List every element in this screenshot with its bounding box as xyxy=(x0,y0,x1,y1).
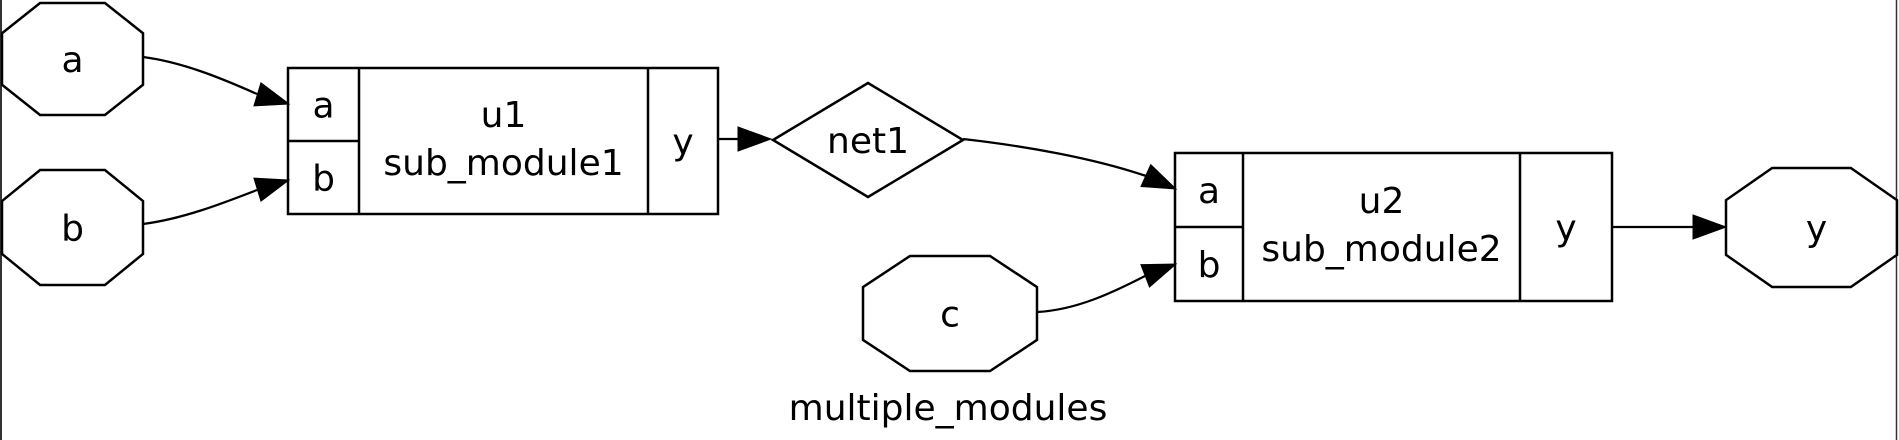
io-node-b-octagon xyxy=(0,168,145,287)
edge-u2-y-to-y-arrowhead xyxy=(1692,214,1728,240)
edge-b-to-u1-b xyxy=(142,188,258,226)
io-node-b-label: b xyxy=(61,209,84,250)
edge-c-to-u2-b xyxy=(1036,274,1146,314)
module-u2-port-y-label: y xyxy=(1555,208,1576,249)
module-u1-port-y-label: y xyxy=(672,122,693,163)
diagram-title: multiple_modules xyxy=(789,388,1108,429)
module-u2-port-b-label: b xyxy=(1198,245,1221,286)
module-u1-port-a-label: a xyxy=(312,86,334,127)
io-node-c-label: c xyxy=(940,295,960,336)
io-node-y-label: y xyxy=(1806,209,1827,250)
io-node-a-octagon xyxy=(0,1,145,117)
module-u1-type-label: sub_module1 xyxy=(383,143,623,184)
io-node-a-label: a xyxy=(61,40,83,81)
io-node-y-octagon xyxy=(1724,166,1899,289)
edge-c-to-u2-b-arrowhead xyxy=(1140,263,1178,288)
edge-b-to-u1-b-arrowhead xyxy=(253,177,291,202)
io-node-c-octagon xyxy=(861,254,1039,373)
module-u2-port-a-label: a xyxy=(1198,171,1220,212)
module-u2-instance-label: u2 xyxy=(1359,181,1405,222)
net-node-net1-label: net1 xyxy=(827,121,909,162)
edge-net1-to-u2-a xyxy=(962,137,1147,178)
edge-net1-to-u2-a-arrowhead xyxy=(1140,163,1178,190)
edge-a-to-u1-a-arrowhead xyxy=(253,82,291,107)
module-u1-instance-label: u1 xyxy=(481,95,527,136)
edge-a-to-u1-a xyxy=(142,55,258,96)
module-u1-port-b-label: b xyxy=(312,159,335,200)
edge-u1-y-to-net1-arrowhead xyxy=(737,126,773,152)
module-u2-type-label: sub_module2 xyxy=(1261,229,1501,270)
